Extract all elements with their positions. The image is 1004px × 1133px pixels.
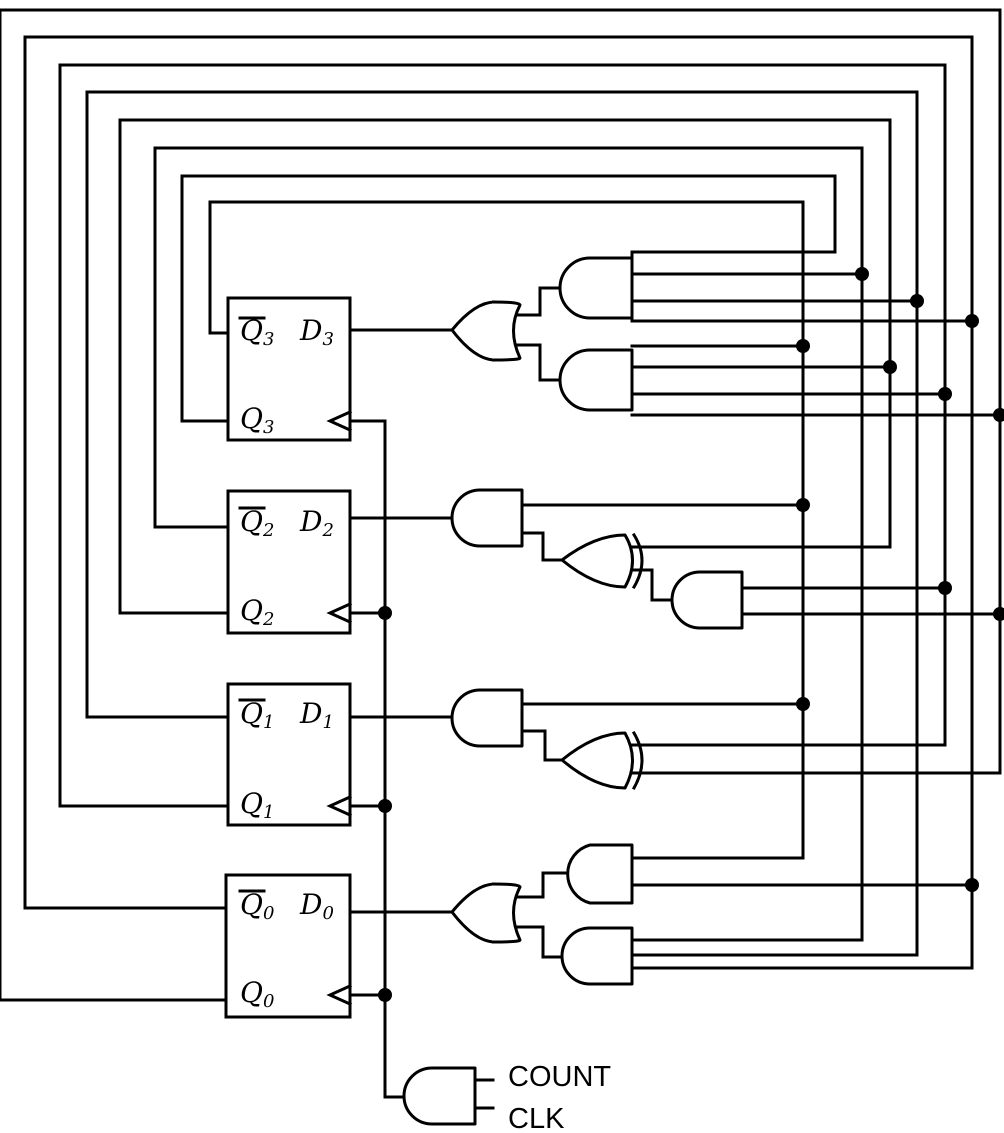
q1-feedback-wire: [58, 63, 947, 808]
junction-dot: [965, 878, 979, 892]
flipflop-1-box: [226, 682, 352, 827]
and1-in-b: [520, 729, 567, 762]
q3bar-feedback-wire: [208, 200, 805, 860]
flipflop-0-d-label: D0: [299, 888, 334, 924]
flipflop-0-q-label: Q0: [240, 976, 274, 1012]
xor-gate-d1-arc: [631, 730, 644, 791]
or3-in-bot: [516, 343, 567, 382]
xor-gate-d2: [560, 533, 634, 589]
flipflop-2-box: [226, 489, 352, 635]
flipflop-0: Q0 D0 Q0: [224, 873, 352, 1019]
junction-dot: [883, 360, 897, 374]
q2bar-feedback-wire: [153, 146, 864, 942]
gates: [402, 256, 744, 1126]
and-gate-d2-small: [670, 570, 744, 630]
and-gate-d3-lower: [558, 348, 634, 412]
flipflop-0-clock-triangle: [326, 984, 352, 1006]
junction-dot: [378, 988, 392, 1002]
flipflop-1-qbar-label: Q1: [240, 697, 274, 733]
or0-in-top: [516, 871, 567, 899]
junction-dot: [796, 339, 810, 353]
clock-bus-wire: [351, 419, 408, 1099]
q0bar-feedback-wire: [23, 35, 974, 970]
or-gate-d0-back: [491, 882, 522, 944]
junction-dot: [796, 498, 810, 512]
junction-dot: [855, 267, 869, 281]
and2-in-b: [520, 531, 567, 562]
and-gate-clock-enable: [402, 1066, 477, 1126]
q2-feedback-wire: [118, 118, 892, 615]
flipflop-3: Q3 D3 Q3: [226, 296, 352, 442]
flipflop-2: Q2 D2 Q2: [226, 489, 352, 635]
flipflop-2-qbar-label: Q2: [240, 505, 274, 541]
junction-dot: [910, 294, 924, 308]
flipflop-3-qbar-label: Q3: [240, 314, 274, 350]
flipflop-2-q-label: Q2: [240, 594, 274, 630]
junction-dots: [378, 267, 1004, 1002]
feedback-wires: [0, 8, 1002, 1002]
junction-dot: [378, 799, 392, 813]
flipflop-3-box: [226, 296, 352, 442]
junction-dot: [378, 606, 392, 620]
xor-gate-d1: [560, 731, 634, 790]
q1bar-feedback-wire: [85, 90, 919, 957]
q0-feedback-wire: [0, 8, 1002, 1002]
flipflop-3-clock-triangle: [326, 410, 352, 432]
flipflop-1-clock-triangle: [326, 795, 352, 817]
junction-dot: [938, 387, 952, 401]
count-label: COUNT: [508, 1061, 611, 1093]
flipflop-3-d-label: D3: [299, 314, 334, 350]
or3-in-top: [516, 286, 567, 317]
and-gate-d0-lower: [560, 926, 634, 986]
and-gate-d1: [450, 688, 524, 748]
xor-gate-d2-arc: [631, 532, 644, 590]
flipflop-1: Q1 D1 Q1: [226, 682, 352, 827]
junction-dot: [796, 697, 810, 711]
or0-in-bot: [516, 925, 567, 959]
and-gate-d0-upper: [566, 843, 634, 905]
flipflop-1-q-label: Q1: [240, 787, 274, 823]
gate-internal-wires: [348, 286, 674, 959]
gate-input-wires: [520, 272, 1002, 887]
junction-dot: [993, 607, 1004, 621]
junction-dot: [965, 314, 979, 328]
q3-feedback-wire: [180, 174, 837, 423]
flipflop-0-box: [224, 873, 352, 1019]
clk-label: CLK: [508, 1103, 565, 1133]
junction-dot: [993, 408, 1004, 422]
flipflop-2-clock-triangle: [326, 602, 352, 624]
flipflop-2-d-label: D2: [299, 505, 334, 541]
and-gate-d2: [450, 488, 524, 548]
flipflop-3-q-label: Q3: [240, 402, 274, 438]
flipflop-0-qbar-label: Q0: [240, 888, 274, 924]
flipflop-1-d-label: D1: [299, 697, 334, 733]
and-gate-d3-upper: [558, 256, 634, 320]
junction-dot: [938, 581, 952, 595]
or-gate-d3-back: [491, 300, 522, 362]
